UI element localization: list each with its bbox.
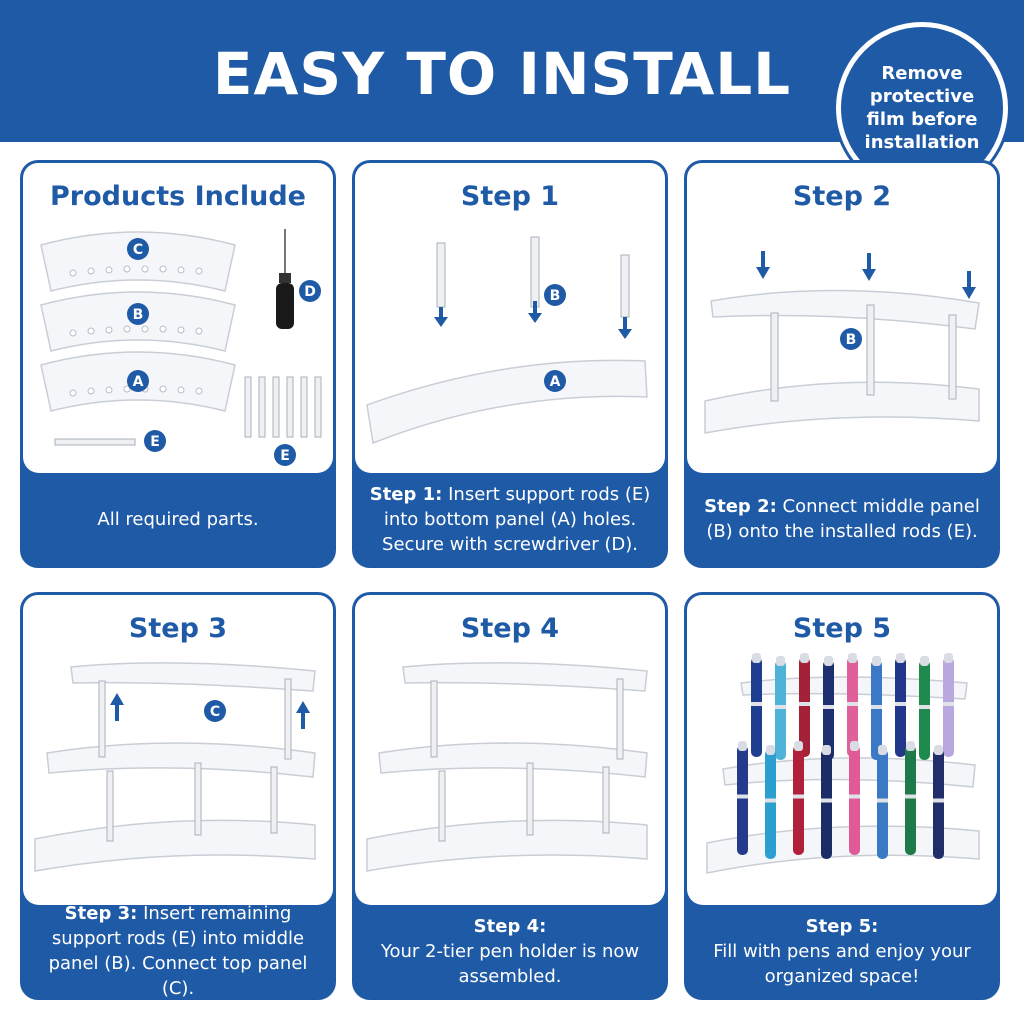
pen xyxy=(905,741,916,855)
panel-illustration-area: Step 2 B xyxy=(687,163,997,473)
pen xyxy=(933,745,944,859)
panel-caption: Step 2: Connect middle panel (B) onto th… xyxy=(695,479,989,559)
panel-illustration-area: Products Include C B A xyxy=(23,163,333,473)
parts-illustration: C B A D E E xyxy=(40,229,322,466)
pen xyxy=(823,656,834,760)
svg-text:A: A xyxy=(133,374,144,390)
pen xyxy=(737,741,748,855)
caption-text: Insert remaining support rods (E) into m… xyxy=(48,903,308,999)
panel-caption: Step 1: Insert support rods (E) into bot… xyxy=(363,479,657,559)
svg-text:E: E xyxy=(280,448,290,464)
caption-step-label: Step 3: xyxy=(64,903,138,924)
svg-text:D: D xyxy=(304,284,316,300)
svg-text:C: C xyxy=(210,704,220,720)
caption-text: Fill with pens and enjoy your organized … xyxy=(713,940,971,987)
badge-text: Remove protective film before installati… xyxy=(864,63,980,153)
label-d: D xyxy=(299,280,321,302)
step-1-illustration: B A xyxy=(366,236,648,445)
panel-step-3: Step 3 C Step 3: Insert remaining suppor… xyxy=(20,592,336,1000)
pen xyxy=(799,653,810,757)
pen xyxy=(821,745,832,859)
caption-text: Insert support rods (E) into bottom pane… xyxy=(382,483,651,555)
svg-text:B: B xyxy=(133,307,144,323)
svg-text:A: A xyxy=(550,374,561,390)
page-title: EASY TO INSTALL xyxy=(212,40,792,108)
label-c: C xyxy=(127,238,149,260)
caption-step-label: Step 2: xyxy=(704,496,777,517)
panel-title: Step 4 xyxy=(460,613,560,644)
caption-step-label: Step 5: xyxy=(805,915,879,937)
caption-step-label: Step 4: xyxy=(473,915,547,937)
panel-caption: Step 3: Insert remaining support rods (E… xyxy=(31,903,325,997)
pen xyxy=(871,656,882,760)
panel-illustration-area: Step 3 C xyxy=(23,595,333,905)
pen xyxy=(919,656,930,760)
panel-illustration-area: Step 1 B A xyxy=(355,163,665,473)
caption-text: All required parts. xyxy=(97,508,259,530)
label-b: B xyxy=(544,284,566,306)
svg-text:C: C xyxy=(133,242,143,258)
label-a: A xyxy=(544,370,566,392)
pen xyxy=(775,656,786,760)
label-a: A xyxy=(127,370,149,392)
caption-text: Your 2-tier pen holder is now assembled. xyxy=(380,940,640,987)
label-e-rod: E xyxy=(144,430,166,452)
panel-c-shape xyxy=(40,231,236,292)
panel-step-4: Step 4 Step 4: Your 2-tier pen holder is … xyxy=(352,592,668,1000)
label-c: C xyxy=(204,700,226,722)
step-5-illustration xyxy=(706,653,980,874)
pen xyxy=(849,741,860,855)
caption-text: Connect middle panel (B) onto the instal… xyxy=(706,496,980,542)
pen xyxy=(765,745,776,859)
panel-illustration-area: Step 5 xyxy=(687,595,997,905)
svg-text:E: E xyxy=(150,434,160,450)
pen xyxy=(751,653,762,757)
panel-caption: Step 4: Your 2-tier pen holder is now ass… xyxy=(363,911,657,991)
panel-step-1: Step 1 B A Step 1: Insert support rods (… xyxy=(352,160,668,568)
panel-title: Products Include xyxy=(50,181,306,212)
step-4-illustration xyxy=(366,662,648,872)
pen xyxy=(943,653,954,757)
label-b: B xyxy=(840,328,862,350)
pen xyxy=(877,745,888,859)
panel-title: Step 2 xyxy=(792,181,892,212)
step-2-illustration: B xyxy=(704,251,980,434)
panel-step-2: Step 2 B Step 2: Connect middle panel (B… xyxy=(684,160,1000,568)
label-b: B xyxy=(127,303,149,325)
svg-text:B: B xyxy=(550,288,561,304)
panel-illustration-area: Step 4 xyxy=(355,595,665,905)
screwdriver-d xyxy=(276,229,294,329)
panel-products-include: Products Include C B A xyxy=(20,160,336,568)
panel-title: Step 5 xyxy=(792,613,892,644)
svg-text:B: B xyxy=(846,332,857,348)
panel-title: Step 3 xyxy=(128,613,228,644)
panel-step-5: Step 5 Step 5: Fill with pens and enjoy y… xyxy=(684,592,1000,1000)
pen xyxy=(793,741,804,855)
pen xyxy=(895,653,906,757)
panel-caption: Step 5: Fill with pens and enjoy your org… xyxy=(695,911,989,991)
panel-title: Step 1 xyxy=(460,181,560,212)
pen xyxy=(847,653,858,757)
caption-step-label: Step 1: xyxy=(369,483,443,505)
panel-caption: All required parts. xyxy=(31,479,325,559)
pens-group xyxy=(737,653,954,859)
label-e-supports: E xyxy=(274,444,296,466)
step-3-illustration: C xyxy=(34,662,316,872)
